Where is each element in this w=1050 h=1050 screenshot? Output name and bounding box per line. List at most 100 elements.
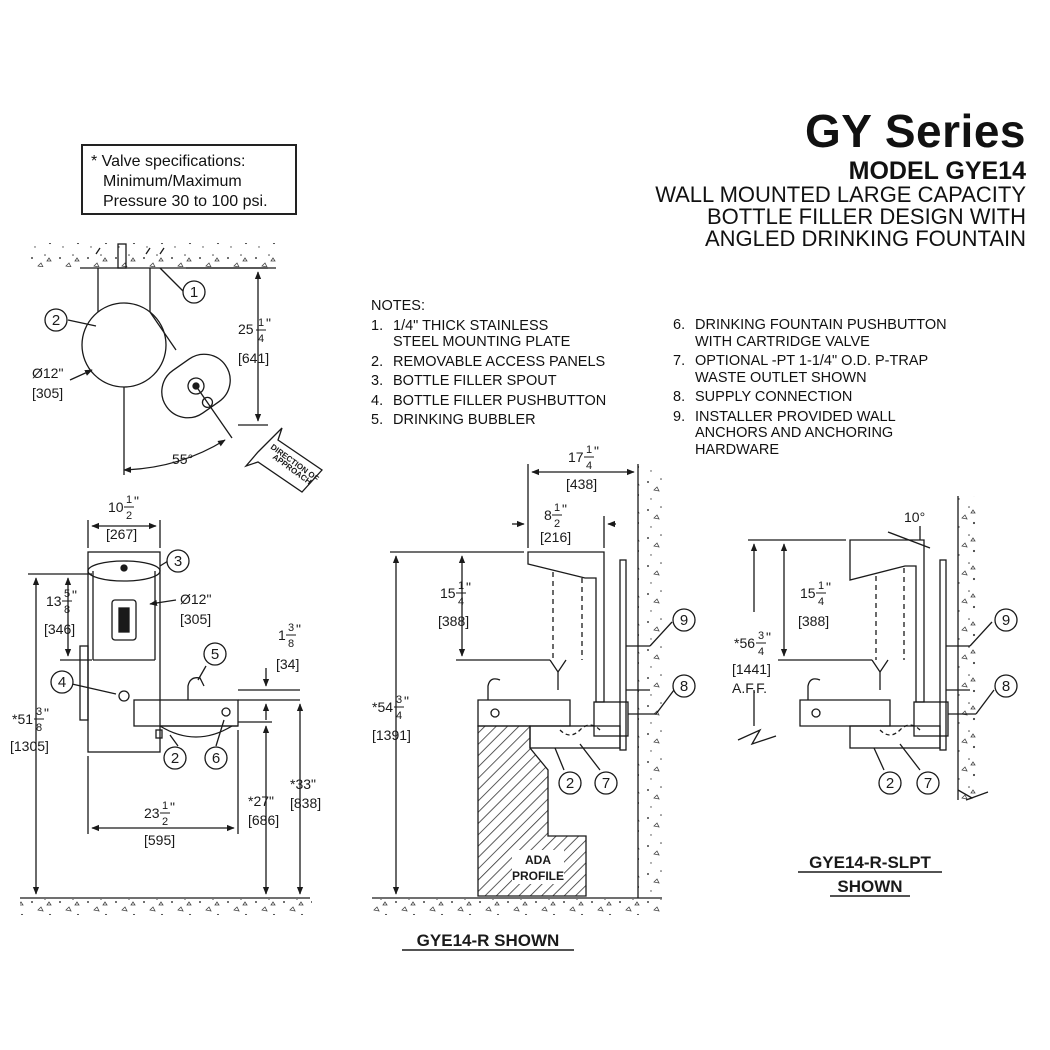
svg-text:15: 15	[800, 585, 816, 601]
filler-pushbutton-panel	[111, 599, 137, 641]
note-4: 4.BOTTLE FILLER PUSHBUTTON	[371, 393, 606, 410]
mounting-plate	[117, 243, 127, 269]
note-5: 5.DRINKING BUBBLER	[371, 412, 606, 429]
svg-text:[305]: [305]	[180, 611, 211, 627]
note-text: WITH CARTRIDGE VALVE	[695, 333, 870, 350]
svg-text:2: 2	[171, 750, 179, 767]
svg-text:5: 5	[211, 646, 219, 663]
callout-slpt-9: 9	[994, 608, 1018, 632]
dim-slpt-angle: 10°	[904, 509, 925, 525]
filler-button-icon	[118, 607, 130, 633]
valve-spec-line-3: Pressure 30 to 100 psi.	[103, 193, 268, 210]
svg-text:": "	[766, 629, 771, 645]
basin-slpt	[799, 699, 891, 727]
dim-front-basin-height: 1 3 8 " [34]	[276, 621, 301, 672]
svg-text:[686]: [686]	[248, 812, 279, 828]
svg-text:4: 4	[818, 596, 824, 608]
dim-r-overall-height: *54 3 4 " [1391]	[372, 693, 411, 743]
note-9: 9.INSTALLER PROVIDED WALL ANCHORS AND AN…	[673, 409, 947, 459]
svg-text:[641]: [641]	[238, 350, 269, 366]
side-view-slpt	[737, 496, 995, 801]
svg-text:9: 9	[1002, 612, 1010, 629]
svg-text:[1391]: [1391]	[372, 727, 411, 743]
svg-text:2: 2	[52, 312, 60, 329]
svg-text:[1305]: [1305]	[10, 738, 49, 754]
svg-text:4: 4	[458, 596, 464, 608]
svg-text:1: 1	[278, 627, 286, 643]
svg-text:3: 3	[174, 553, 182, 570]
svg-text:23: 23	[144, 805, 160, 821]
svg-text:8: 8	[64, 604, 70, 616]
svg-text:8: 8	[544, 507, 552, 523]
top-view	[24, 243, 323, 493]
description-line-3: ANGLED DRINKING FOUNTAIN	[704, 226, 1026, 251]
svg-text:8: 8	[1002, 678, 1010, 695]
wall-box	[593, 701, 629, 737]
svg-text:3: 3	[36, 706, 42, 718]
svg-text:*33": *33"	[290, 776, 316, 792]
note-number: 2.	[371, 353, 384, 370]
note-text: INSTALLER PROVIDED WALL	[695, 408, 896, 425]
caption-gye14-r: GYE14-R SHOWN	[417, 931, 560, 950]
dim-r-depth: 17 1 4 " [438]	[566, 443, 599, 492]
svg-text:[838]: [838]	[290, 795, 321, 811]
wall-section	[24, 243, 276, 267]
angle-arc	[123, 439, 226, 473]
svg-text:1: 1	[162, 800, 168, 812]
note-text: BOTTLE FILLER SPOUT	[393, 373, 557, 389]
basin-side	[477, 699, 571, 727]
svg-text:": "	[296, 621, 301, 637]
svg-text:GYE14-R-SLPT: GYE14-R-SLPT	[809, 853, 931, 872]
svg-text:[305]: [305]	[32, 385, 63, 401]
svg-text:*56: *56	[734, 635, 755, 651]
svg-text:4: 4	[58, 674, 66, 691]
svg-text:4: 4	[258, 333, 264, 345]
svg-text:ADA: ADA	[525, 853, 551, 867]
dim-slpt-filler-height: 15 1 4 " [388]	[798, 579, 831, 629]
sensor-circle	[118, 690, 130, 702]
valve-spec-line-1: * Valve specifications:	[91, 153, 246, 170]
dim-front-diameter: Ø12" [305]	[180, 591, 211, 627]
note-text: SUPPLY CONNECTION	[695, 389, 853, 405]
dim-front-top-width: 10 1 2 " [267]	[106, 493, 139, 542]
title-block: GY Series MODEL GYE14 WALL MOUNTED LARGE…	[655, 104, 1026, 250]
dim-front-rim-height: *27" [686]	[248, 793, 279, 828]
note-3: 3.BOTTLE FILLER SPOUT	[371, 373, 606, 390]
approach-arrow	[243, 427, 323, 493]
note-2: 2.REMOVABLE ACCESS PANELS	[371, 354, 606, 371]
caption-gye14-r-slpt: GYE14-R-SLPT SHOWN	[809, 853, 931, 896]
anchor-marks	[95, 247, 165, 255]
callout-r-2: 2	[558, 771, 582, 795]
note-number: 8.	[673, 389, 686, 405]
dim-front-panel-height: 13 5 8 " [346]	[44, 587, 77, 637]
svg-text:13: 13	[46, 593, 62, 609]
svg-text:7: 7	[602, 775, 610, 792]
callout-slpt-8: 8	[994, 674, 1018, 698]
svg-text:[216]: [216]	[540, 529, 571, 545]
svg-text:4: 4	[758, 646, 764, 658]
svg-text:": "	[466, 579, 471, 595]
note-number: 4.	[371, 392, 384, 409]
svg-text:[388]: [388]	[438, 613, 469, 629]
lower-housing-slpt	[849, 725, 941, 749]
bubbler	[187, 677, 205, 700]
note-number: 6.	[673, 317, 686, 333]
svg-text:": "	[72, 587, 77, 603]
svg-text:10: 10	[108, 499, 124, 515]
svg-text:4: 4	[396, 710, 402, 722]
svg-text:": "	[134, 493, 139, 509]
dim-top-diameter: Ø12" [305]	[32, 365, 63, 401]
series-title: GY Series	[804, 105, 1026, 157]
notes-right: 6.DRINKING FOUNTAIN PUSHBUTTON WITH CART…	[673, 317, 947, 461]
svg-text:2: 2	[554, 518, 560, 530]
svg-text:17: 17	[568, 449, 584, 465]
valve-spec-line-2: Minimum/Maximum	[103, 173, 242, 190]
callout-r-9: 9	[672, 608, 696, 632]
callout-front-6: 6	[204, 746, 228, 770]
tower-outline	[87, 551, 161, 753]
svg-text:8: 8	[36, 722, 42, 734]
note-text: WASTE OUTLET SHOWN	[695, 369, 867, 386]
fountain-pushbutton	[221, 707, 231, 717]
svg-text:": "	[404, 693, 409, 709]
wall-box-slpt	[913, 701, 949, 737]
